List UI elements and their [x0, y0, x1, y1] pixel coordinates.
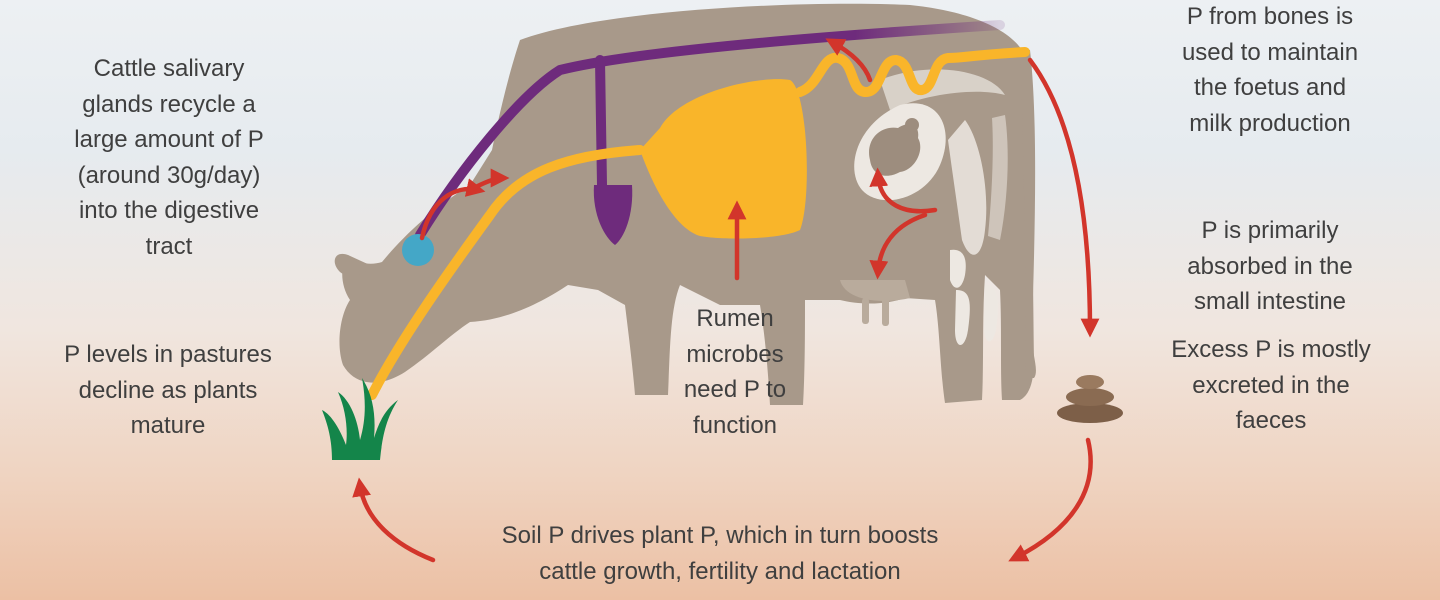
intestine-label: P is primarily absorbed in the small int…: [1187, 217, 1353, 315]
arrow-bones-up: [825, 38, 873, 83]
arrow-excretion: [1027, 57, 1100, 338]
purple-pathway: [415, 20, 1005, 245]
arrow-foetus: [869, 167, 938, 214]
udder-icon: [840, 280, 910, 326]
arrow-soil-to-grass: [352, 477, 436, 563]
dung-icon: [1057, 375, 1123, 423]
arrow-dung-to-soil: [1008, 437, 1093, 562]
grass-icon: [322, 378, 398, 460]
arrow-udder: [869, 212, 928, 280]
soil-label: Soil P drives plant P, which in turn boo…: [501, 522, 939, 585]
yellow-pathway: [367, 47, 1030, 400]
pasture-levels-label: P levels in pastures decline as plants m…: [64, 341, 272, 439]
salivary-gland-icon: [402, 234, 434, 266]
rumen-microbes-label: Rumen microbes need P to function: [683, 305, 787, 439]
arrow-saliva-forward: [467, 168, 510, 193]
flow-arrows: [352, 38, 1100, 563]
bones-label: P from bones is used to maintain the foe…: [1181, 3, 1359, 137]
excretion-label: Excess P is mostly excreted in the faece…: [1171, 336, 1371, 434]
salivary-gland-label: Cattle salivary glands recycle a large a…: [74, 55, 264, 260]
